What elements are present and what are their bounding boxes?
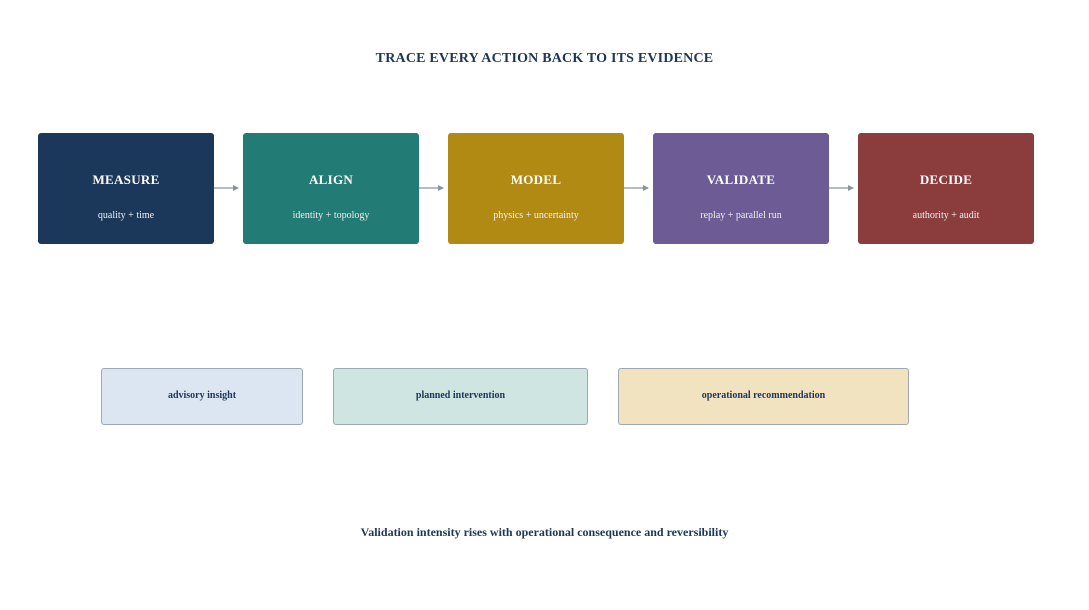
stage-name: ALIGN xyxy=(308,172,354,187)
tier-operational-recommendation: operational recommendation xyxy=(618,368,909,425)
stage-subtitle: replay + parallel run xyxy=(700,210,782,221)
stage-name: MODEL xyxy=(510,172,562,187)
diagram-title: TRACE EVERY ACTION BACK TO ITS EVIDENCE xyxy=(375,51,714,66)
stage-measure: MEASURE quality + time xyxy=(38,133,214,244)
tier-label: advisory insight xyxy=(167,390,237,401)
tier-planned-intervention: planned intervention xyxy=(333,368,588,425)
tier-label: operational recommendation xyxy=(701,390,826,401)
stage-name: VALIDATE xyxy=(706,172,776,187)
stage-subtitle: physics + uncertainty xyxy=(493,210,579,221)
stage-subtitle: identity + topology xyxy=(292,210,370,221)
stage-validate: VALIDATE replay + parallel run xyxy=(653,133,829,244)
stage-name: MEASURE xyxy=(92,172,160,187)
footer-note: Validation intensity rises with operatio… xyxy=(360,525,729,539)
tier-advisory-insight: advisory insight xyxy=(101,368,303,425)
stage-align: ALIGN identity + topology xyxy=(243,133,419,244)
stage-model: MODEL physics + uncertainty xyxy=(448,133,624,244)
stage-name: DECIDE xyxy=(919,172,973,187)
tier-label: planned intervention xyxy=(415,390,506,401)
stage-subtitle: quality + time xyxy=(97,210,155,221)
stage-decide: DECIDE authority + audit xyxy=(858,133,1034,244)
stage-subtitle: authority + audit xyxy=(912,210,980,221)
